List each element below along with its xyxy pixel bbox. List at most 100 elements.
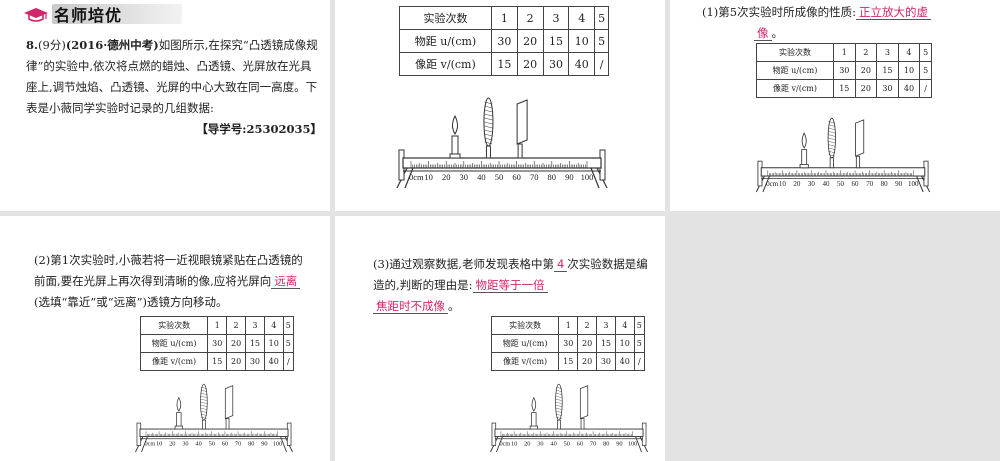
- table-cell: 5: [594, 29, 609, 53]
- table-cell: 40: [568, 52, 596, 76]
- lens-hatch: [484, 137, 493, 141]
- table-cell: 20: [577, 352, 597, 371]
- table-row-label: 物距 u/(cm): [490, 334, 560, 353]
- lens-hatch: [484, 141, 493, 145]
- table-row-label: 实验次数: [399, 6, 492, 30]
- lens-hatch: [484, 129, 493, 133]
- table-cell: 2: [226, 316, 246, 335]
- scale-label: 50: [209, 440, 215, 447]
- table-cell: 20: [226, 352, 246, 371]
- screen-stand: [517, 143, 523, 159]
- lens-stand: [556, 419, 561, 430]
- question-points: (9分): [38, 38, 66, 52]
- candle-holder: [529, 425, 538, 430]
- table-cell: 20: [516, 52, 544, 76]
- table-cell: /: [282, 352, 295, 371]
- scale-label: 40: [822, 180, 830, 188]
- table-cell: 30: [833, 61, 856, 80]
- sub2-text-a: (2)第1次实验时,小薇若将一近视眼镜紧贴在凸透镜的前面,要在光屏上再次得到清晰…: [34, 253, 303, 288]
- lens-hatch: [200, 413, 207, 416]
- scale-label: 0cm: [766, 180, 779, 188]
- scale-label: 40: [550, 440, 556, 447]
- lens-hatch: [484, 101, 493, 105]
- bench-rail: [760, 167, 926, 177]
- table-row-label: 像距 v/(cm): [756, 79, 834, 98]
- table-cell: 15: [490, 52, 518, 76]
- lens-hatch: [200, 416, 207, 419]
- table-cell: 1: [833, 43, 856, 62]
- scale-label: 50: [564, 440, 570, 447]
- table-cell: 30: [207, 334, 228, 353]
- scale-label: 10: [779, 180, 787, 188]
- sub3-answer-reason-b: 焦距时不成像: [373, 299, 448, 314]
- table-cell: 40: [263, 352, 284, 371]
- scale-label: 70: [530, 172, 539, 182]
- panel-empty: [670, 216, 1000, 461]
- table-row-label: 像距 v/(cm): [139, 352, 209, 371]
- table-cell: 30: [542, 52, 570, 76]
- table-cell: 15: [207, 352, 228, 371]
- lens-hatch: [200, 386, 207, 389]
- panel-sub-question-2: (2)第1次实验时,小薇若将一近视眼镜紧贴在凸透镜的前面,要在光屏上再次得到清晰…: [0, 216, 330, 461]
- table-row-label: 像距 v/(cm): [490, 352, 560, 371]
- lens-hatch: [828, 154, 836, 157]
- scale-label: 50: [837, 180, 845, 188]
- table-row-label: 物距 u/(cm): [139, 334, 209, 353]
- scale-label: 90: [565, 172, 574, 182]
- scale-label: 20: [442, 172, 451, 182]
- table-cell: 4: [568, 6, 596, 30]
- table-cell: 15: [833, 79, 856, 98]
- table-cell: 15: [245, 334, 265, 353]
- table-cell: 30: [876, 79, 899, 98]
- table-cell: 5: [282, 334, 295, 353]
- table-cell: 30: [490, 29, 518, 53]
- table-cell: 10: [568, 29, 596, 53]
- scale-label: 90: [895, 180, 903, 188]
- lens-hatch: [200, 392, 207, 395]
- table-cell: 5: [594, 6, 609, 30]
- table-cell: 20: [226, 334, 246, 353]
- sub3-text-a: (3)通过观察数据,老师发现表格中第: [373, 257, 554, 271]
- table-cell: 3: [876, 43, 899, 62]
- lens-hatch: [555, 389, 562, 392]
- scale-label: 60: [222, 440, 228, 447]
- scale-label: 100: [581, 172, 594, 182]
- sub3-text-b: 次实验数据是编造的,判断的理由是:: [373, 257, 648, 292]
- lens-hatch: [828, 141, 836, 144]
- table-cell: 15: [542, 29, 570, 53]
- table-cell: 15: [558, 352, 579, 371]
- scale-label: 60: [512, 172, 521, 182]
- screen-stand: [225, 418, 230, 430]
- lens-stand: [485, 145, 491, 159]
- scale-label: 80: [881, 180, 889, 188]
- table-cell: 1: [207, 316, 228, 335]
- scale-label: 40: [477, 172, 486, 182]
- scale-label: 40: [195, 440, 201, 447]
- table-cell: 2: [577, 316, 597, 335]
- sub-question-2: (2)第1次实验时,小薇若将一近视眼镜紧贴在凸透镜的前面,要在光屏上再次得到清晰…: [34, 250, 314, 313]
- lens-hatch: [200, 389, 207, 392]
- light-screen-icon: [579, 385, 589, 420]
- lens-hatch: [200, 407, 207, 410]
- lens-hatch: [555, 413, 562, 416]
- table-cell: 3: [596, 316, 616, 335]
- sub1-answer-b: 像: [754, 26, 772, 41]
- table-cell: 10: [614, 334, 635, 353]
- brand-header: 名师培优: [22, 4, 182, 25]
- lens-hatch: [555, 416, 562, 419]
- brand-banner: [52, 4, 182, 24]
- bench-rail: [139, 428, 289, 437]
- question-source: (2016·德州中考): [65, 38, 159, 52]
- scale-label: 90: [261, 440, 267, 447]
